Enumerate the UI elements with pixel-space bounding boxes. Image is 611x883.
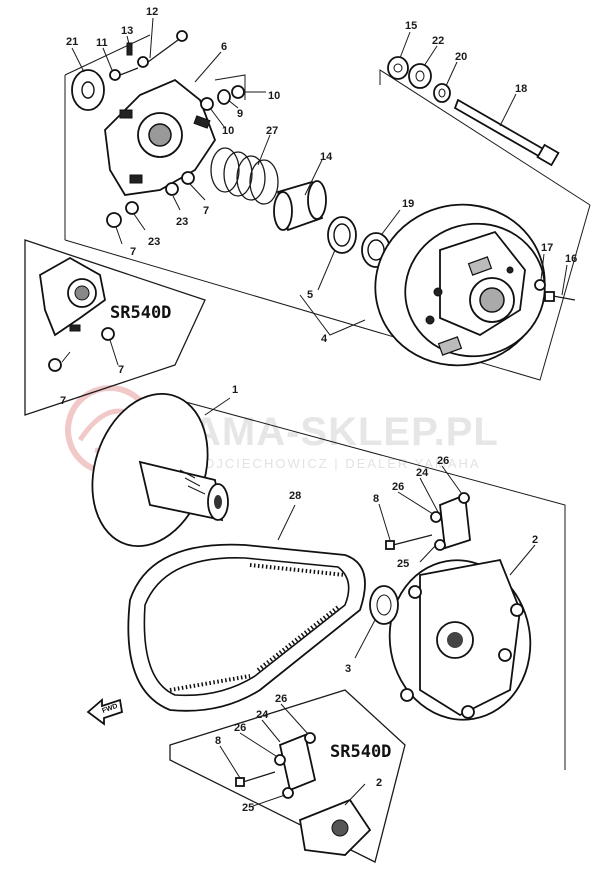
callout-1: 1 <box>232 384 238 396</box>
group-frame-lines <box>64 34 591 770</box>
callout-8: 8 <box>373 493 379 505</box>
bushing-9 <box>217 89 231 105</box>
nut-17 <box>534 279 546 291</box>
callout-16: 16 <box>565 253 577 265</box>
callout-7-inset-a: 7 <box>118 364 124 376</box>
callout-27: 27 <box>266 125 278 137</box>
callout-18: 18 <box>515 83 527 95</box>
callout-28: 28 <box>289 490 301 502</box>
callout-4: 4 <box>321 333 328 345</box>
sleeve-14 <box>273 159 327 232</box>
washer-20 <box>433 83 451 103</box>
callout-14: 14 <box>320 151 333 163</box>
secondary-sheave-2 <box>388 544 536 721</box>
ramp-assembly-main <box>385 492 471 563</box>
inset-bottom-model-label: SR540D <box>330 742 391 762</box>
callout-8-inset: 8 <box>215 735 221 747</box>
bushing-5 <box>317 216 357 291</box>
callout-25: 25 <box>397 558 409 570</box>
inset-top-model-label: SR540D <box>110 303 171 323</box>
callout-19: 19 <box>402 198 414 210</box>
callout-11: 11 <box>96 37 108 49</box>
spring-27 <box>210 134 279 205</box>
callout-7-inset-b: 7 <box>60 395 66 407</box>
nut-22 <box>408 63 432 89</box>
fixed-sheave-1 <box>91 392 231 548</box>
callout-5: 5 <box>307 289 313 301</box>
callout-3: 3 <box>345 663 351 675</box>
inset-top: SR540D 7 7 <box>24 239 206 416</box>
callout-26-a: 26 <box>437 455 449 467</box>
callout-26-inset-a: 26 <box>275 693 287 705</box>
bushing-3 <box>354 585 399 659</box>
callout-24: 24 <box>416 467 429 479</box>
spider-hub-assembly <box>104 78 217 196</box>
callout-26-inset-b: 26 <box>234 722 246 734</box>
callout-25-inset: 25 <box>242 802 254 814</box>
leader-lines <box>71 17 568 807</box>
callout-23-a: 23 <box>176 216 188 228</box>
watermark-brand: YAMA-SKLEP.PL <box>168 410 499 454</box>
callout-22: 22 <box>432 35 444 47</box>
callout-2: 2 <box>532 534 538 546</box>
callout-24-inset: 24 <box>256 709 269 721</box>
screw-13 <box>126 42 133 56</box>
callout-13: 13 <box>121 25 133 37</box>
callout-10-a: 10 <box>268 90 280 102</box>
callout-12: 12 <box>146 6 158 18</box>
inset-top-nut-right <box>101 327 119 366</box>
callout-26-b: 26 <box>392 481 404 493</box>
callout-15: 15 <box>405 20 417 32</box>
screw-16 <box>544 291 576 302</box>
callouts: 1 2 2 3 4 5 6 7 7 8 8 9 10 10 11 12 13 1… <box>66 6 577 814</box>
callout-10-b: 10 <box>222 125 234 137</box>
callout-21: 21 <box>66 36 78 48</box>
pin-11 <box>109 67 139 81</box>
bolt-18 <box>453 98 560 167</box>
washer-15 <box>387 56 409 80</box>
callout-7-a: 7 <box>203 205 209 217</box>
callout-23-b: 23 <box>148 236 160 248</box>
callout-7-b: 7 <box>130 246 136 258</box>
fwd-arrow-icon: FWD <box>86 698 124 726</box>
nut-12 <box>137 30 188 68</box>
inset-top-sheave-sketch <box>39 256 106 337</box>
watermark: YAMA-SKLEP.PL WOJCIECHOWICZ | DEALER YAM… <box>65 385 499 475</box>
callout-2-inset: 2 <box>376 777 382 789</box>
roller-parts <box>106 171 206 245</box>
callout-9: 9 <box>237 108 243 120</box>
callout-6: 6 <box>221 41 227 53</box>
callout-17: 17 <box>541 242 553 254</box>
callout-20: 20 <box>455 51 467 63</box>
v-belt-28 <box>127 504 366 712</box>
inset-top-nut-left <box>48 351 71 372</box>
watermark-subline: WOJCIECHOWICZ | DEALER YAMAHA <box>190 456 481 471</box>
movable-sheave-cover <box>374 203 546 367</box>
inset-bottom: SR540D <box>169 689 406 863</box>
washer-21 <box>71 69 105 111</box>
